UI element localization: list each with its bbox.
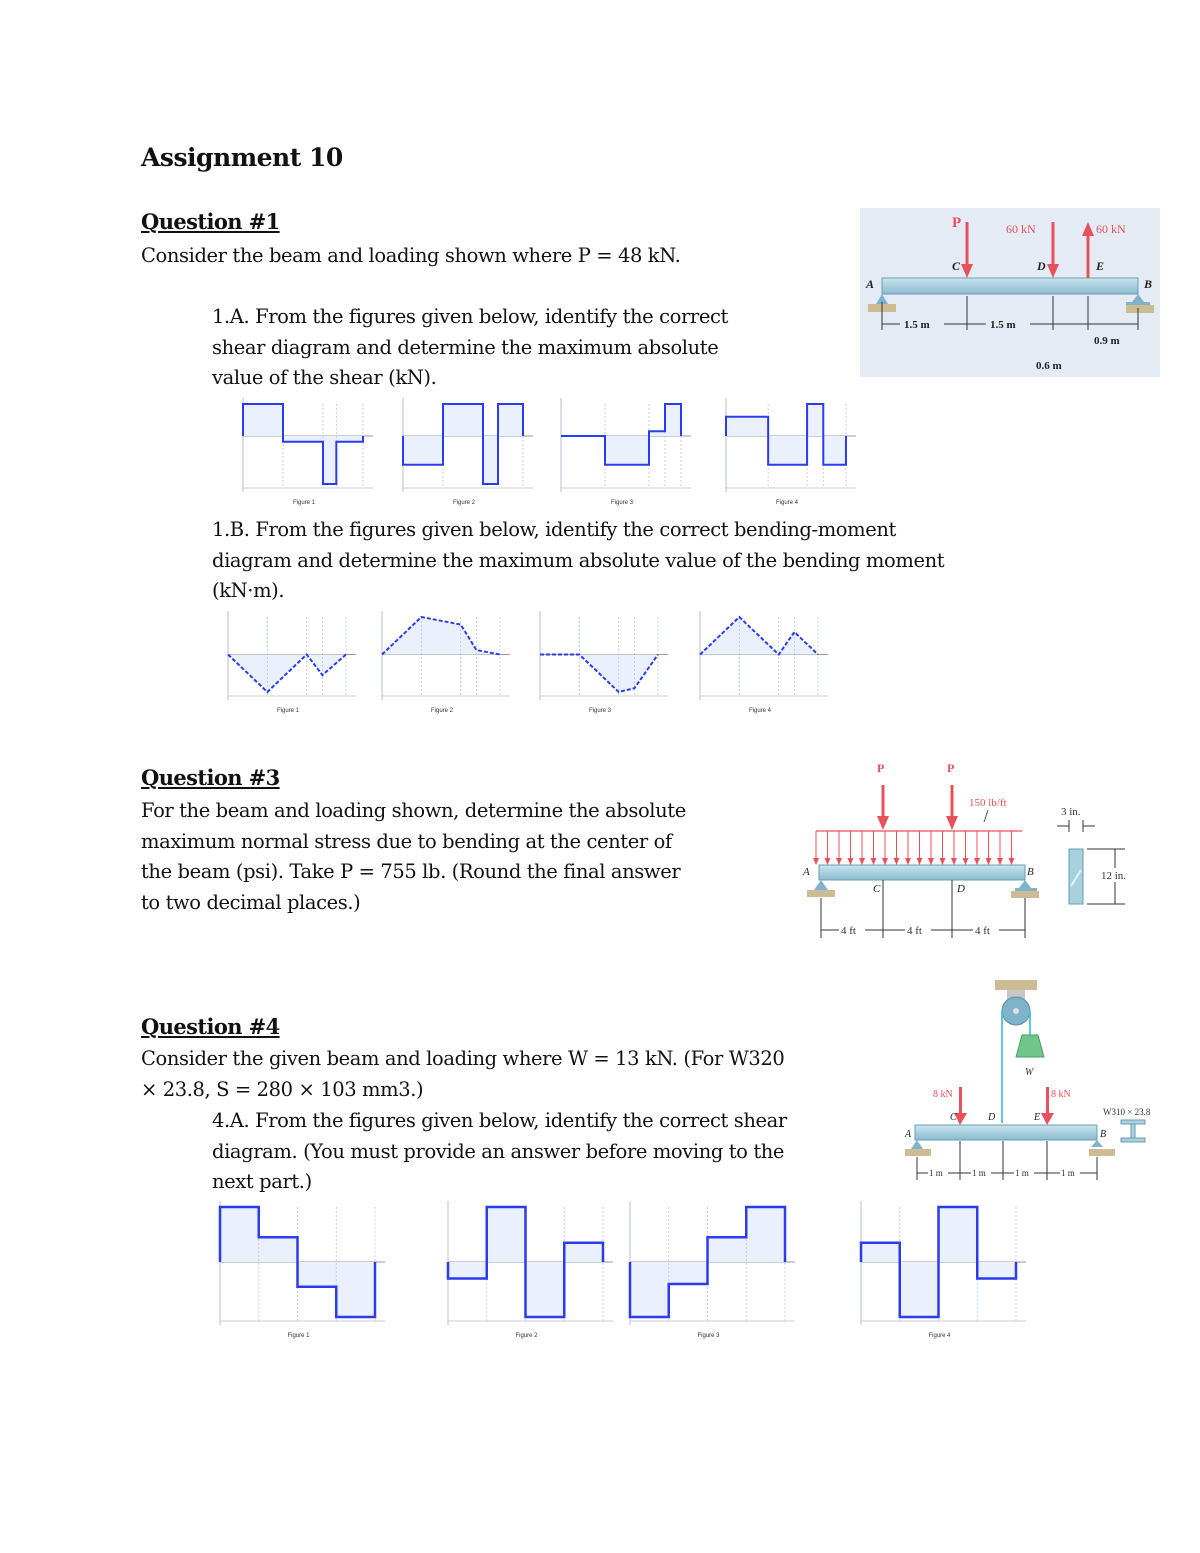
text-line: × 23.8, S = 280 × 103 mm3.): [141, 1077, 424, 1101]
svg-text:B: B: [1143, 277, 1152, 291]
text-line: value of the shear (kN).: [212, 366, 437, 390]
svg-text:Figure 2: Figure 2: [453, 500, 476, 506]
text-line: shear diagram and determine the maximum …: [212, 335, 719, 359]
load-label-60kn-up: 60 kN: [1096, 222, 1126, 236]
svg-text:Figure 1: Figure 1: [277, 708, 300, 714]
svg-text:D: D: [1036, 259, 1046, 273]
svg-text:8 kN: 8 kN: [1051, 1089, 1071, 1100]
load-label-60kn-down: 60 kN: [1006, 222, 1036, 236]
load-label-p: P: [952, 215, 961, 231]
diagram-3: Figure 3: [560, 398, 691, 506]
page-title: Assignment 10: [141, 143, 343, 172]
svg-text:Figure 4: Figure 4: [776, 500, 799, 506]
svg-text:A: A: [802, 866, 810, 878]
svg-text:Figure 1: Figure 1: [288, 1333, 311, 1339]
question-4-heading: Question #4: [141, 1014, 280, 1039]
svg-text:3 in.: 3 in.: [1061, 806, 1081, 818]
text-line: the beam (psi). Take P = 755 lb. (Round …: [141, 860, 681, 884]
text-line: Consider the given beam and loading wher…: [141, 1047, 785, 1070]
diagram-2: Figure 2: [402, 398, 533, 506]
diagram-4: Figure 4: [859, 1201, 1026, 1339]
svg-text:0.6 m: 0.6 m: [1036, 360, 1062, 372]
text-line: For the beam and loading shown, determin…: [141, 799, 686, 822]
svg-text:12 in.: 12 in.: [1101, 870, 1126, 882]
svg-text:C: C: [873, 883, 881, 895]
svg-text:D: D: [987, 1112, 996, 1123]
diagram-1: Figure 1: [242, 398, 373, 506]
svg-text:E: E: [1033, 1112, 1040, 1123]
text-line: 1.B. From the figures given below, ident…: [212, 518, 896, 541]
diagram-2: Figure 2: [381, 611, 510, 714]
question-1-heading: Question #1: [141, 209, 280, 234]
svg-text:Figure 2: Figure 2: [516, 1333, 539, 1339]
svg-text:A: A: [865, 277, 874, 291]
question-1b-text: 1.B. From the figures given below, ident…: [212, 515, 945, 607]
text-line: maximum normal stress due to bending at …: [141, 829, 672, 853]
svg-text:8 kN: 8 kN: [933, 1089, 953, 1100]
text-line: (kN·m).: [212, 579, 285, 603]
svg-text:W: W: [1025, 1067, 1035, 1078]
text-line: 1.A. From the figures given below, ident…: [212, 305, 728, 328]
question-4-shear-figures: Figure 1 Figure 2 Figure 3 Figure 4: [205, 1195, 1035, 1359]
question-1-beam-figure: P 60 kN 60 kN A C D E B 1.5 m 1.5 m 0.6 …: [860, 208, 1160, 381]
svg-text:Figure 3: Figure 3: [589, 708, 612, 714]
text-line: next part.): [212, 1170, 312, 1194]
svg-text:Figure 1: Figure 1: [293, 500, 316, 506]
svg-text:4 ft: 4 ft: [975, 925, 990, 937]
text-line: 4.A. From the figures given below, ident…: [212, 1109, 787, 1132]
svg-text:4 ft: 4 ft: [907, 925, 922, 937]
svg-text:W310 × 23.8: W310 × 23.8: [1103, 1107, 1151, 1117]
svg-text:1 m: 1 m: [929, 1168, 943, 1178]
question-1-moment-figures: Figure 1 Figure 2 Figure 3 Figure 4: [210, 605, 840, 734]
svg-text:C: C: [952, 259, 961, 273]
diagram-1: Figure 1: [227, 611, 356, 714]
svg-text:1 m: 1 m: [972, 1168, 986, 1178]
svg-text:1.5 m: 1.5 m: [904, 319, 930, 331]
svg-text:P: P: [877, 761, 884, 775]
diagram-3: Figure 3: [539, 611, 668, 714]
svg-text:Figure 3: Figure 3: [698, 1333, 721, 1339]
question-3-heading: Question #3: [141, 765, 280, 790]
text-line: to two decimal places.): [141, 891, 361, 915]
svg-text:C: C: [950, 1112, 957, 1123]
svg-text:B: B: [1100, 1129, 1106, 1140]
question-4-intro: Consider the given beam and loading wher…: [141, 1044, 785, 1105]
svg-text:Figure 3: Figure 3: [611, 500, 634, 506]
svg-text:Figure 4: Figure 4: [749, 708, 772, 714]
question-1-intro: Consider the beam and loading shown wher…: [141, 244, 681, 267]
question-3-beam-figure: P P 150 lb/ft A C D B 4 ft 4 ft 4 ft 3 i: [795, 758, 1140, 947]
svg-text:1 m: 1 m: [1015, 1168, 1029, 1178]
svg-text:P: P: [947, 761, 954, 775]
svg-text:4 ft: 4 ft: [841, 925, 856, 937]
diagram-3: Figure 3: [628, 1201, 795, 1339]
svg-text:D: D: [956, 883, 965, 895]
svg-text:E: E: [1095, 259, 1104, 273]
diagram-4: Figure 4: [725, 398, 856, 506]
text-line: diagram. (You must provide an answer bef…: [212, 1139, 785, 1163]
svg-text:1 m: 1 m: [1061, 1168, 1075, 1178]
question-4a-text: 4.A. From the figures given below, ident…: [212, 1106, 787, 1198]
diagram-2: Figure 2: [446, 1201, 613, 1339]
svg-text:0.9 m: 0.9 m: [1094, 335, 1120, 347]
diagram-1: Figure 1: [218, 1201, 385, 1339]
text-line: diagram and determine the maximum absolu…: [212, 548, 945, 572]
svg-text:B: B: [1027, 866, 1034, 878]
question-4-beam-figure: W 8 kN 8 kN A C D E B 1 m 1 m 1 m 1 m: [900, 975, 1180, 1189]
svg-text:1.5 m: 1.5 m: [990, 319, 1016, 331]
question-1a-text: 1.A. From the figures given below, ident…: [212, 302, 728, 394]
diagram-4: Figure 4: [699, 611, 828, 714]
svg-text:150 lb/ft: 150 lb/ft: [969, 797, 1007, 809]
question-3-text: For the beam and loading shown, determin…: [141, 796, 686, 919]
question-1-shear-figures: Figure 1 Figure 2 Figure 3 Figure 4: [228, 392, 868, 516]
svg-text:Figure 4: Figure 4: [929, 1333, 952, 1339]
svg-text:A: A: [904, 1129, 912, 1140]
svg-text:Figure 2: Figure 2: [431, 708, 454, 714]
